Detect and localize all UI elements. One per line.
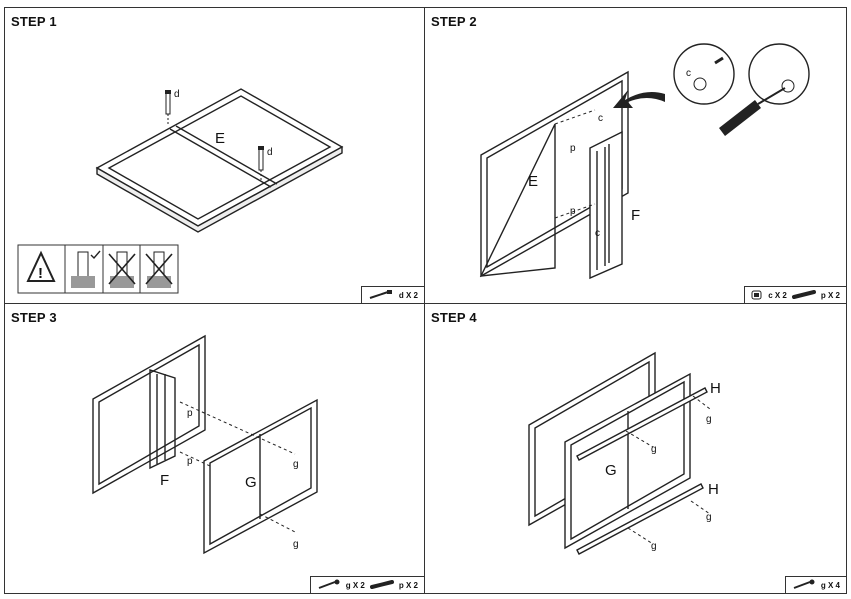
step-2-illustration: p p c c E F c: [479, 43, 810, 280]
warning-triangle-icon: !: [26, 250, 56, 282]
cam-c-label-bottom: c: [595, 228, 600, 239]
cam-c-label-inset: c: [686, 68, 691, 79]
pin-p-icon: [791, 290, 816, 299]
rail-h-label-top: H: [710, 380, 721, 397]
parts-qty-g: g X 2: [345, 580, 365, 590]
screw-g-label-top: g: [293, 459, 299, 470]
step-4-illustration: G H H g g g g: [528, 351, 721, 555]
parts-qty: d X 2: [398, 290, 418, 300]
panel-e-label: E: [528, 173, 538, 190]
step-3-panel: STEP 3 p p F G g g g X 2 p X 2: [4, 303, 425, 594]
curved-arrow-icon: [613, 90, 665, 108]
screw-g-label-1: g: [706, 414, 712, 425]
cam-c-label-top: c: [598, 113, 603, 124]
step-4-title: STEP 4: [431, 310, 477, 325]
panel-f-label: F: [631, 207, 640, 224]
wrong-install-icon: [145, 251, 173, 288]
panel-e-label: E: [215, 130, 225, 147]
pin-p-label-top: p: [187, 408, 193, 419]
screwdriver-icon: [719, 87, 786, 136]
panel-g-label: G: [605, 462, 617, 479]
cam-c-icon: [751, 290, 762, 300]
parts-qty-p: p X 2: [398, 580, 418, 590]
parts-list: g X 2 p X 2: [309, 576, 425, 594]
screw-icon: [165, 90, 171, 124]
screw-d-icon: [369, 290, 392, 299]
screw-icon: [258, 146, 264, 180]
pin-p-label-bottom: p: [570, 206, 576, 217]
warning-box: !: [17, 244, 179, 294]
screw-g-label-4: g: [651, 541, 657, 552]
panel-f-label: F: [160, 472, 169, 489]
screw-g-label-bottom: g: [293, 539, 299, 550]
parts-list: d X 2: [360, 286, 425, 304]
screw-g-icon: [793, 579, 815, 589]
wrong-install-icon: [108, 251, 136, 288]
step-1-title: STEP 1: [11, 14, 57, 29]
step-2-panel: STEP 2 p p c c E F c: [424, 7, 847, 304]
pin-p-icon: [369, 580, 394, 589]
parts-list: g X 4: [784, 576, 847, 594]
screw-g-label-3: g: [706, 512, 712, 523]
screw-d-label-top: d: [174, 89, 180, 100]
screw-g-icon: [318, 579, 340, 589]
step-3-title: STEP 3: [11, 310, 57, 325]
rail-h-label-bottom: H: [708, 481, 719, 498]
screw-g-label-2: g: [651, 444, 657, 455]
correct-install-icon: [71, 250, 101, 288]
svg-text:!: !: [38, 265, 43, 282]
parts-qty-g: g X 4: [820, 580, 840, 590]
inset-detail: c: [673, 43, 810, 105]
pin-p-label-top: p: [570, 143, 576, 154]
parts-qty-c: c X 2: [768, 290, 787, 300]
screw-d-label-right: d: [267, 147, 273, 158]
panel-g-label: G: [245, 474, 257, 491]
step-2-title: STEP 2: [431, 14, 477, 29]
step-4-panel: STEP 4 G H H g g g g g X 4: [424, 303, 847, 594]
step-1-panel: STEP 1 E d d: [4, 7, 425, 304]
step-3-illustration: p p F G g g: [92, 334, 318, 555]
step-1-illustration: E d d !: [17, 88, 344, 294]
parts-qty-p: p X 2: [820, 290, 840, 300]
parts-list: c X 2 p X 2: [744, 286, 847, 304]
pin-p-label-bottom: p: [187, 456, 193, 467]
